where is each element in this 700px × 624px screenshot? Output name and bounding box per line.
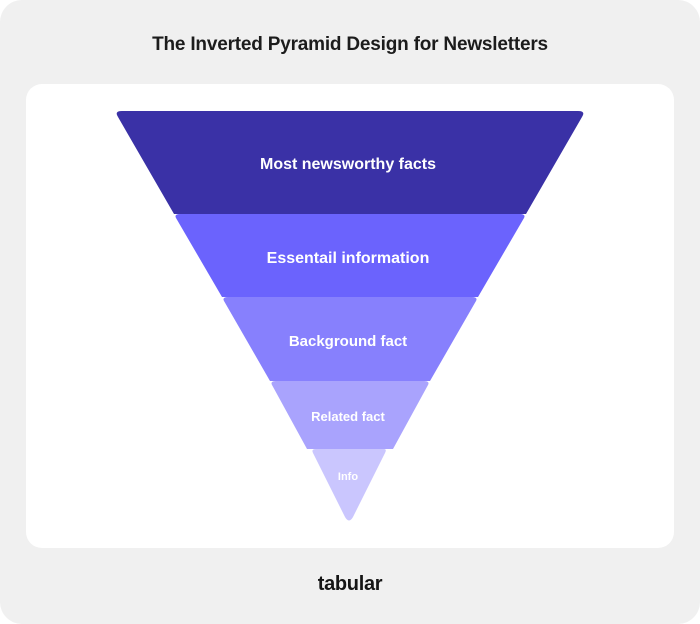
layer-label-essential-information: Essentail information: [267, 250, 430, 267]
pyramid-layer-info: [312, 449, 386, 521]
brand-logo: tabular: [317, 573, 383, 595]
diagram-title: The Inverted Pyramid Design for Newslett…: [152, 34, 548, 55]
pyramid-layer-essential-information: [175, 214, 525, 297]
pyramid-layer-background-fact: [223, 297, 477, 381]
layer-label-info: Info: [338, 471, 358, 483]
layer-label-most-newsworthy-facts: Most newsworthy facts: [260, 156, 436, 173]
pyramid-layer-most-newsworthy-facts: [116, 111, 584, 214]
layer-label-background-fact: Background fact: [289, 333, 407, 350]
layer-label-related-fact: Related fact: [311, 409, 385, 424]
pyramid-layer-related-fact: [271, 381, 429, 449]
